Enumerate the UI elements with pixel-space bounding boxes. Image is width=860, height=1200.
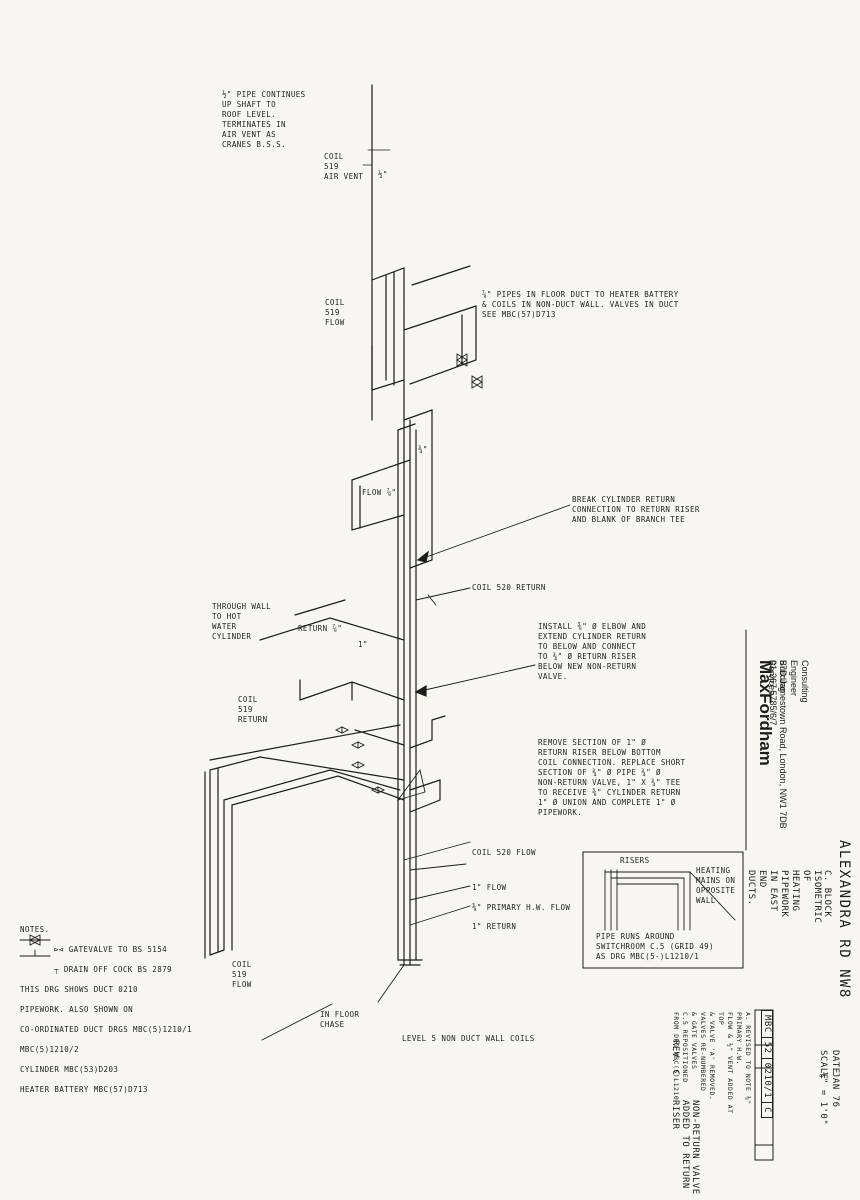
note-item: ┬ drain off cock bs 2879	[54, 965, 172, 974]
flow-return-pair	[385, 271, 395, 386]
notes-block: notes. ⊳⊲ gatevalve to bs 5154 ┬ drain o…	[20, 915, 260, 1105]
note-item: heater battery mbc(57)d713	[20, 1085, 148, 1094]
coil-519-flow-label: coil 519 flow	[325, 298, 345, 327]
primary-hw-flow-label: ⅜" primary h.w. flow	[472, 903, 571, 912]
flow-label: flow ⅞"	[362, 488, 397, 497]
drawing-number-part: 52	[762, 1037, 772, 1059]
gate-valve-2	[471, 375, 483, 389]
note-item: ⊳⊲ gatevalve to bs 5154	[54, 945, 168, 954]
coil-519-flow-branch	[209, 756, 261, 956]
gate-valve-1	[456, 353, 468, 367]
note-item: cylinder mbc(53)d203	[20, 1065, 119, 1074]
return-label: return ⅞"	[298, 624, 343, 633]
rev-c-text: non-return valve added to return riser	[670, 1100, 700, 1195]
scale-value: ⅛" = 1'0"	[818, 1072, 828, 1126]
note-item: pipework. also shown on	[20, 1005, 134, 1014]
through-wall-note: through wall to hot water cylinder	[212, 602, 271, 641]
firm-phone: 01-267 5785/6/7	[768, 660, 778, 726]
note-item: mbc(5)1210/2	[20, 1045, 79, 1054]
cylinder-return-branch	[259, 617, 405, 641]
coil-519-bottom-label: coil 519 flow	[232, 960, 252, 989]
drawing-number-part: mbc	[762, 1011, 772, 1038]
remove-section-note: remove section of 1" ø return riser belo…	[538, 738, 686, 817]
note-item: co-ordinated duct drgs mbc(5)1210/1	[20, 1025, 193, 1034]
inset-risers-label: risers	[620, 856, 650, 865]
rev-c-label: rev. c	[670, 1040, 680, 1076]
coil-519-vent-label: coil 519 air vent	[324, 152, 364, 181]
install-elbow-note: install ⅜" ø elbow and extend cylinder r…	[538, 622, 647, 681]
drawing-number: mbc520210/1 c	[761, 1010, 773, 1119]
branch-valves	[334, 726, 386, 794]
non-return-assembly	[409, 779, 441, 813]
inset-caption: pipe runs around switchroom c.5 (grid 49…	[596, 932, 714, 961]
date-value: jan 76	[830, 1072, 840, 1108]
firm-address: 57D Jamestown Road, London, NW1 7DB	[778, 660, 788, 829]
duct-pipe-loop	[371, 344, 405, 391]
note-item: this drg shows duct 0210	[20, 985, 138, 994]
size-label-half: ½"	[378, 170, 388, 179]
in-floor-chase-label: in floor chase	[320, 1010, 360, 1029]
size-label-3q: ¾"	[418, 445, 428, 454]
pipes-floor-duct-note: ⅞" pipes in floor duct to heater battery…	[482, 290, 679, 319]
inset-sketch	[582, 851, 744, 969]
return-1in-label: 1" return	[472, 922, 517, 931]
drawing-title: isometric of heating pipework in east en…	[746, 870, 822, 924]
flow-branch	[351, 479, 405, 531]
drawing-number-part: 0210/1	[762, 1058, 772, 1104]
title-block-lines	[745, 629, 774, 1161]
coil-519-return-label: coil 519 return	[238, 695, 268, 724]
leader-break	[417, 504, 571, 561]
date-label: date	[830, 1050, 840, 1074]
break-cylinder-note: break cylinder return connection to retu…	[572, 495, 700, 524]
coil-520-return-label: coil 520 return	[472, 583, 546, 592]
coil-520-flow-label: coil 520 flow	[472, 848, 536, 857]
project-title: alexandra rd nw8	[836, 840, 852, 999]
notes-heading: notes.	[20, 925, 50, 934]
duct-pipe-upper	[371, 267, 477, 331]
roof-note: ½" pipe continues up shaft to roof level…	[222, 90, 306, 149]
drawn-by: c. block	[822, 870, 832, 918]
level-5-label: level 5 non duct wall coils	[402, 1034, 535, 1043]
flow-1in-label: 1" flow	[472, 883, 507, 892]
drawing-number-part: c	[762, 1107, 772, 1114]
inset-heating-label: heating mains on opposite wall	[696, 866, 736, 905]
size-label-1in: 1"	[358, 640, 368, 649]
legend-symbols	[19, 934, 51, 957]
